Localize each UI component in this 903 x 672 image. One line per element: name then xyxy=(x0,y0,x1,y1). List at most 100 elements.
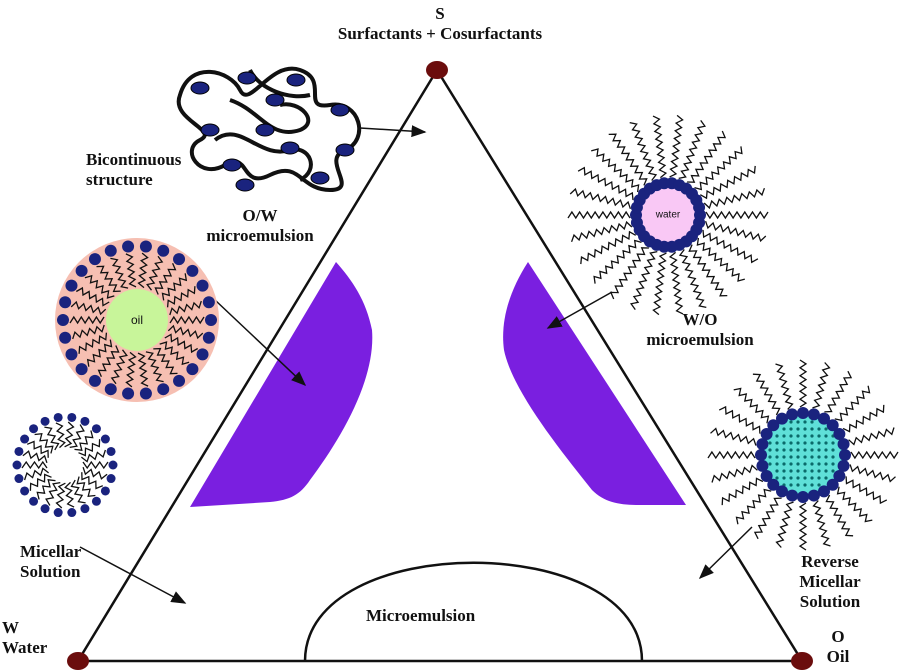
surfactant-head xyxy=(106,446,116,456)
surfactant-head xyxy=(104,383,117,396)
surfactant-head xyxy=(173,253,186,266)
surfactant-tail xyxy=(159,341,190,366)
surfactant-head xyxy=(222,158,242,172)
core-dot xyxy=(796,455,800,459)
surfactant-tail xyxy=(591,148,640,193)
micellar-label-line: Micellar xyxy=(20,542,82,561)
surfactant-tail xyxy=(81,472,104,490)
surfactant-tail xyxy=(688,244,728,297)
core-dot xyxy=(817,462,821,466)
core-dot xyxy=(782,427,786,431)
surfactant-tail xyxy=(812,500,831,547)
ternary-triangle xyxy=(75,67,805,663)
ow-label: O/W microemulsion xyxy=(160,206,360,246)
core-dot xyxy=(768,448,772,452)
vertex-s-marker xyxy=(426,61,448,79)
surfactant-tail xyxy=(702,229,759,264)
core-dot xyxy=(796,483,800,487)
surfactant-tail xyxy=(753,497,782,540)
surfactant-tail xyxy=(836,486,873,523)
surfactant-tail xyxy=(848,427,895,446)
surfactant-tail xyxy=(26,440,49,458)
surfactant-head xyxy=(776,412,788,425)
core-dot xyxy=(824,462,828,466)
surfactant-head xyxy=(330,103,350,117)
surfactant-tail xyxy=(825,494,854,537)
core-dot xyxy=(782,469,786,473)
surfactant-head xyxy=(196,348,209,361)
core-dot xyxy=(831,462,835,466)
core-dot xyxy=(810,469,814,473)
micellar-label: Micellar Solution xyxy=(20,542,81,582)
surfactant-tail xyxy=(167,324,204,340)
core-dot xyxy=(803,448,807,452)
surfactant-tail xyxy=(153,347,178,375)
surfactant-tail xyxy=(164,333,199,354)
core-dot xyxy=(796,476,800,480)
core-dot xyxy=(803,469,807,473)
surfactant-tail xyxy=(74,430,94,451)
bicontinuous-network xyxy=(176,66,362,192)
core-dot xyxy=(796,448,800,452)
core-dot xyxy=(831,448,835,452)
core-dot xyxy=(824,469,828,473)
surfactant-tail xyxy=(704,220,767,243)
core-dot xyxy=(824,427,828,431)
surfactant-head xyxy=(255,123,275,137)
core-dot xyxy=(803,427,807,431)
ow-micelle-icon xyxy=(55,238,219,402)
surfactant-tail xyxy=(569,187,632,210)
vertex-o-letter: O xyxy=(831,627,845,646)
surfactant-head xyxy=(157,383,170,396)
surfactant-tail xyxy=(70,300,107,316)
surfactant-head xyxy=(100,434,110,444)
surfactant-head xyxy=(837,459,850,472)
wo-label-line: W/O xyxy=(682,310,718,329)
surfactant-tail xyxy=(125,253,137,288)
surfactant-head xyxy=(29,496,39,506)
core-dot xyxy=(824,448,828,452)
arrow-ow xyxy=(214,299,307,387)
core-dot xyxy=(824,434,828,438)
surfactant-tail xyxy=(669,114,684,178)
surfactant-tail xyxy=(78,439,101,457)
surfactant-tail xyxy=(69,315,105,325)
surfactant-tail xyxy=(798,359,808,408)
surfactant-head xyxy=(280,141,300,155)
vertex-s-name: Surfactants + Cosurfactants xyxy=(337,24,543,43)
core-dot xyxy=(817,427,821,431)
micelle-icon xyxy=(12,412,118,518)
surfactant-tail xyxy=(849,464,896,483)
surfactant-tail xyxy=(154,262,177,295)
surfactant-tail xyxy=(580,230,637,265)
surfactant-tail xyxy=(45,481,61,506)
surfactant-tail xyxy=(80,449,107,463)
surfactant-tail xyxy=(69,424,85,449)
surfactant-head xyxy=(837,438,850,451)
bicontinuous-label: Bicontinuous structure xyxy=(86,150,181,190)
surfactant-tail xyxy=(798,502,808,551)
core-dot xyxy=(789,441,793,445)
core-dot xyxy=(831,441,835,445)
surfactant-tail xyxy=(824,370,853,413)
surfactant-head xyxy=(335,143,355,157)
surfactant-head xyxy=(104,244,117,257)
core-dot xyxy=(810,448,814,452)
vertex-o-name: Oil xyxy=(826,647,850,666)
arrow-wo xyxy=(546,291,613,329)
surfactant-tail xyxy=(721,477,764,506)
surfactant-tail xyxy=(110,349,128,385)
core-dot xyxy=(782,448,786,452)
surfactant-tail xyxy=(718,405,761,434)
core-dot xyxy=(803,462,807,466)
microemulsion-dome xyxy=(303,561,644,662)
core-dot xyxy=(768,455,772,459)
surfactant-head xyxy=(755,449,767,461)
core-dot xyxy=(831,455,835,459)
surfactant-tail xyxy=(711,464,758,483)
vertex-o-label: O Oil xyxy=(818,627,858,667)
core-dot xyxy=(782,441,786,445)
core-dot xyxy=(803,455,807,459)
surfactant-head xyxy=(157,244,170,257)
core-dot xyxy=(775,455,779,459)
